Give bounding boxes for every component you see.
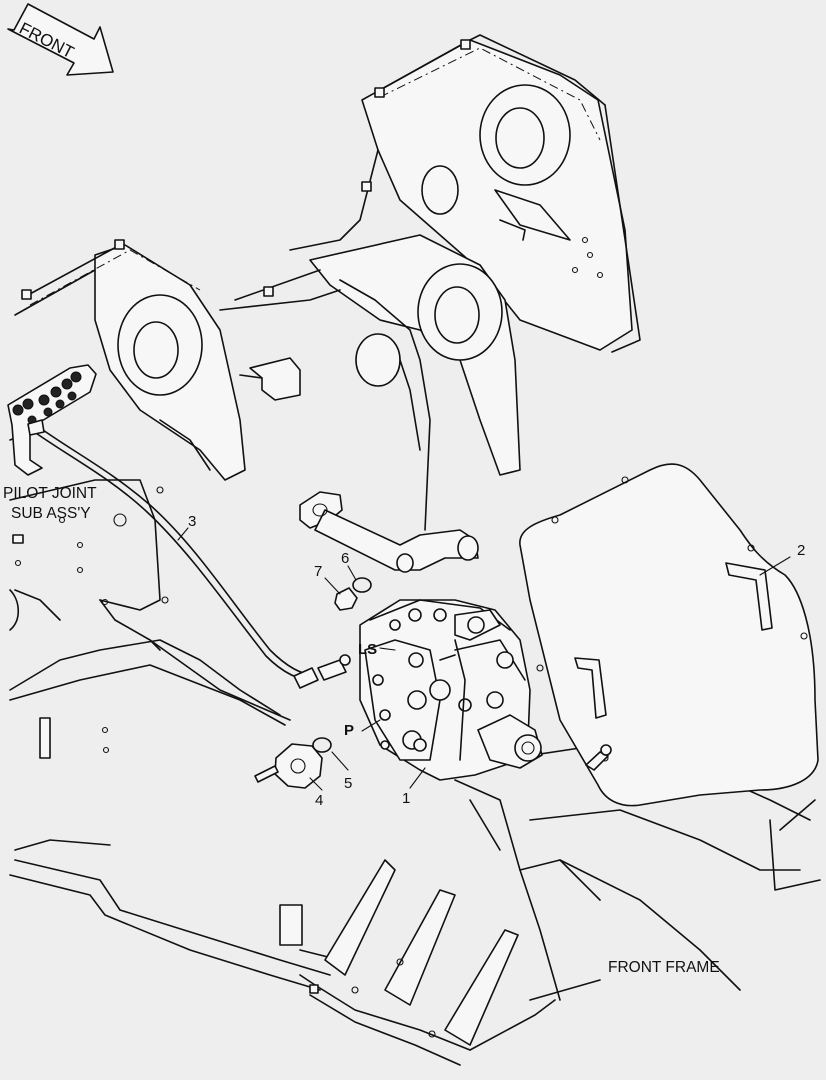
front-frame: [9, 34, 821, 1066]
front-frame-label: FRONT FRAME: [608, 959, 720, 976]
flange-and-oring: [254, 737, 332, 789]
callout-7: 7: [314, 563, 322, 580]
callout-1: 1: [402, 790, 410, 807]
main-control-valve: [339, 599, 543, 781]
callout-4: 4: [315, 792, 323, 809]
port-label-ls: LS: [358, 641, 377, 658]
callout-2: 2: [797, 542, 805, 559]
suction-pipe: [299, 491, 479, 573]
callout-leaders: [177, 527, 791, 791]
pilot-joint-label-line2: SUB ASS'Y: [11, 505, 91, 522]
plug-and-oring: [334, 577, 372, 611]
front-direction-arrow: FRONT: [7, 3, 114, 76]
pilot-joint-label-line1: PILOT JOINT: [3, 485, 97, 502]
callout-6: 6: [341, 550, 349, 567]
valve-cover-plate: [519, 463, 819, 807]
pilot-hose: [27, 419, 347, 689]
port-label-p: P: [344, 722, 354, 739]
callout-5: 5: [344, 775, 352, 792]
callout-3: 3: [188, 513, 196, 530]
pilot-joint-sub-assy: [7, 364, 97, 476]
